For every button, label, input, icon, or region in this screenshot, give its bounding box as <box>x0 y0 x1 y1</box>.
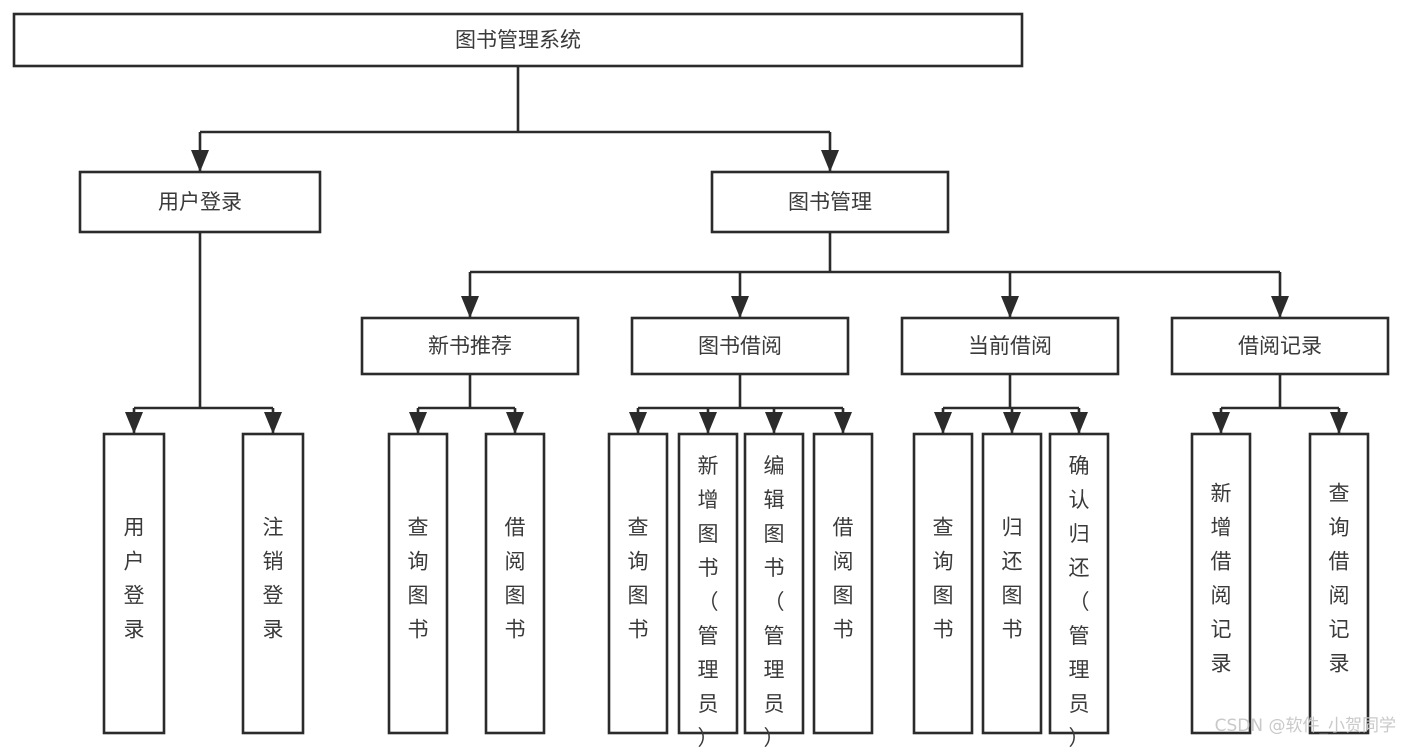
arrow-leaf-return-book <box>1003 412 1021 434</box>
node-label-leaf-add-book: 新增图书（管理员） <box>698 454 719 747</box>
node-leaf-add-record[interactable]: 新增借阅记录 <box>1190 432 1252 735</box>
node-box-leaf-borrow-book-2 <box>812 432 874 735</box>
node-box-borrow-record <box>1170 316 1390 376</box>
node-box-current-borrow <box>900 316 1120 376</box>
node-label-leaf-query-record: 查询借阅记录 <box>1329 482 1350 676</box>
node-box-leaf-return-book <box>981 432 1043 735</box>
arrow-leaf-query-book-1 <box>409 412 427 434</box>
node-leaf-query-book-2[interactable]: 查询图书 <box>607 432 669 735</box>
node-book-management[interactable]: 图书管理 <box>710 170 950 234</box>
arrow-book-borrow <box>731 296 749 318</box>
arrow-book-management <box>821 150 839 172</box>
node-leaf-add-book[interactable]: 新增图书（管理员） <box>677 432 739 747</box>
node-box-new-book-recommend <box>360 316 580 376</box>
node-new-book-recommend[interactable]: 新书推荐 <box>360 316 580 376</box>
node-label-leaf-borrow-book-2: 借阅图书 <box>833 516 854 642</box>
node-label-book-borrow: 图书借阅 <box>698 334 782 358</box>
node-box-leaf-query-book-2 <box>607 432 669 735</box>
node-label-current-borrow: 当前借阅 <box>968 334 1052 358</box>
node-current-borrow[interactable]: 当前借阅 <box>900 316 1120 376</box>
arrow-leaf-logout <box>264 412 282 434</box>
arrow-user-login <box>191 150 209 172</box>
node-box-leaf-edit-book <box>743 432 805 735</box>
arrow-leaf-add-record <box>1212 412 1230 434</box>
node-box-leaf-query-book-3 <box>912 432 974 735</box>
node-label-leaf-query-book-2: 查询图书 <box>628 516 649 642</box>
arrow-leaf-query-book-3 <box>934 412 952 434</box>
node-label-leaf-query-book-1: 查询图书 <box>408 516 429 642</box>
node-label-new-book-recommend: 新书推荐 <box>428 334 512 358</box>
node-box-book-management <box>710 170 950 234</box>
node-borrow-record[interactable]: 借阅记录 <box>1170 316 1390 376</box>
node-label-leaf-user-login: 用户登录 <box>124 516 145 642</box>
node-box-leaf-add-book <box>677 432 739 735</box>
node-label-root: 图书管理系统 <box>455 28 581 52</box>
arrow-leaf-user-login <box>125 412 143 434</box>
node-leaf-confirm-return[interactable]: 确认归还（管理员） <box>1048 432 1110 747</box>
node-book-borrow[interactable]: 图书借阅 <box>630 316 850 376</box>
node-label-leaf-query-book-3: 查询图书 <box>933 516 954 642</box>
arrow-borrow-record <box>1271 296 1289 318</box>
node-label-leaf-borrow-book-1: 借阅图书 <box>505 516 526 642</box>
arrow-leaf-borrow-book-1 <box>506 412 524 434</box>
node-box-leaf-confirm-return <box>1048 432 1110 735</box>
node-label-leaf-logout: 注销登录 <box>263 516 284 642</box>
node-leaf-return-book[interactable]: 归还图书 <box>981 432 1043 735</box>
arrow-leaf-query-book-2 <box>629 412 647 434</box>
node-leaf-borrow-book-1[interactable]: 借阅图书 <box>484 432 546 735</box>
node-box-user-login <box>78 170 322 234</box>
arrow-leaf-confirm-return <box>1070 412 1088 434</box>
node-label-borrow-record: 借阅记录 <box>1238 334 1322 358</box>
node-label-leaf-confirm-return: 确认归还（管理员） <box>1069 454 1090 747</box>
node-box-leaf-user-login <box>102 432 166 735</box>
node-leaf-query-book-1[interactable]: 查询图书 <box>387 432 449 735</box>
node-leaf-logout[interactable]: 注销登录 <box>241 432 305 735</box>
node-leaf-user-login[interactable]: 用户登录 <box>102 432 166 735</box>
csdn-watermark: CSDN @软件_小贺同学 <box>1215 716 1396 736</box>
node-leaf-edit-book[interactable]: 编辑图书（管理员） <box>743 432 805 747</box>
node-leaf-borrow-book-2[interactable]: 借阅图书 <box>812 432 874 735</box>
node-root[interactable]: 图书管理系统 <box>12 12 1024 68</box>
node-label-leaf-edit-book: 编辑图书（管理员） <box>764 454 785 747</box>
arrow-current-borrow <box>1001 296 1019 318</box>
node-box-book-borrow <box>630 316 850 376</box>
connector-layer <box>125 66 1348 434</box>
node-box-leaf-query-book-1 <box>387 432 449 735</box>
node-label-user-login: 用户登录 <box>158 190 242 214</box>
arrow-leaf-add-book <box>699 412 717 434</box>
arrow-leaf-query-record <box>1330 412 1348 434</box>
node-box-leaf-borrow-book-1 <box>484 432 546 735</box>
arrow-leaf-edit-book <box>765 412 783 434</box>
node-label-leaf-return-book: 归还图书 <box>1002 516 1023 642</box>
node-box-leaf-logout <box>241 432 305 735</box>
node-box-root <box>12 12 1024 68</box>
arrow-leaf-borrow-book-2 <box>834 412 852 434</box>
node-box-leaf-add-record <box>1190 432 1252 735</box>
node-leaf-query-record[interactable]: 查询借阅记录 <box>1308 432 1370 735</box>
node-label-leaf-add-record: 新增借阅记录 <box>1211 482 1232 676</box>
node-user-login[interactable]: 用户登录 <box>78 170 322 234</box>
node-leaf-query-book-3[interactable]: 查询图书 <box>912 432 974 735</box>
node-layer: 图书管理系统用户登录图书管理新书推荐图书借阅当前借阅借阅记录用户登录注销登录查询… <box>12 12 1390 747</box>
node-label-book-management: 图书管理 <box>788 190 872 214</box>
arrow-new-book-recommend <box>461 296 479 318</box>
node-box-leaf-query-record <box>1308 432 1370 735</box>
